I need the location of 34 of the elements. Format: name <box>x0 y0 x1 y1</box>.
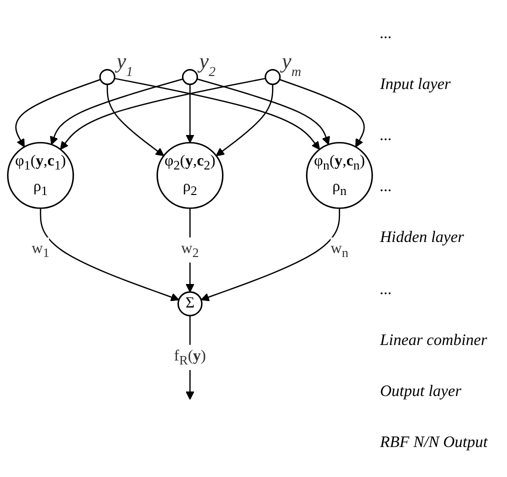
edge-label: w$_{2}$ <box>181 240 199 260</box>
neuron-circle: Σ <box>177 291 203 316</box>
arrow <box>186 84 194 143</box>
arrow <box>15 78 101 148</box>
layer-label: Linear combiner <box>380 332 488 350</box>
layer-label: Input layer <box>380 76 452 94</box>
neuron-circle: φ$_{1}$(y,c$_{1}$) ρ$_{1}$ <box>7 142 74 209</box>
neuron-circle <box>182 68 198 85</box>
arrow <box>216 84 274 156</box>
neuron-circle: φ$_{n}$(y,c$_{n}$) ρ$_{n}$ <box>306 142 373 209</box>
edge-label: w$_{1}$ <box>32 240 50 260</box>
arrow <box>196 78 330 145</box>
layer-label: Output layer <box>380 383 462 402</box>
arrow <box>106 84 164 156</box>
neuron-circle: φ$_{2}$(y,c$_{2}$) ρ$_{2}$ <box>156 142 224 209</box>
arrow <box>200 208 340 302</box>
layer-label: Hidden layer <box>380 229 465 248</box>
arrow <box>50 78 184 145</box>
input-variable: y$_{1}$ <box>116 48 133 78</box>
arrow <box>40 208 180 302</box>
arrow <box>114 78 320 150</box>
input-variable: y$_{m}$ <box>282 48 302 78</box>
edge-label: w$_{n}$ <box>330 240 348 260</box>
layer-label: RBF N/N Output <box>380 434 489 452</box>
neuron-circle <box>99 68 116 85</box>
neuron-circle <box>264 68 281 85</box>
layer-label: ... <box>380 127 393 146</box>
edge-label: f$_{R}$(y) <box>174 348 206 368</box>
input-variable: y$_{2}$ <box>199 48 216 78</box>
arrow <box>279 78 365 148</box>
layer-label: ... <box>380 24 393 43</box>
layer-label: ... <box>380 178 393 196</box>
layer-label: ... <box>380 280 393 299</box>
arrow <box>60 78 266 150</box>
